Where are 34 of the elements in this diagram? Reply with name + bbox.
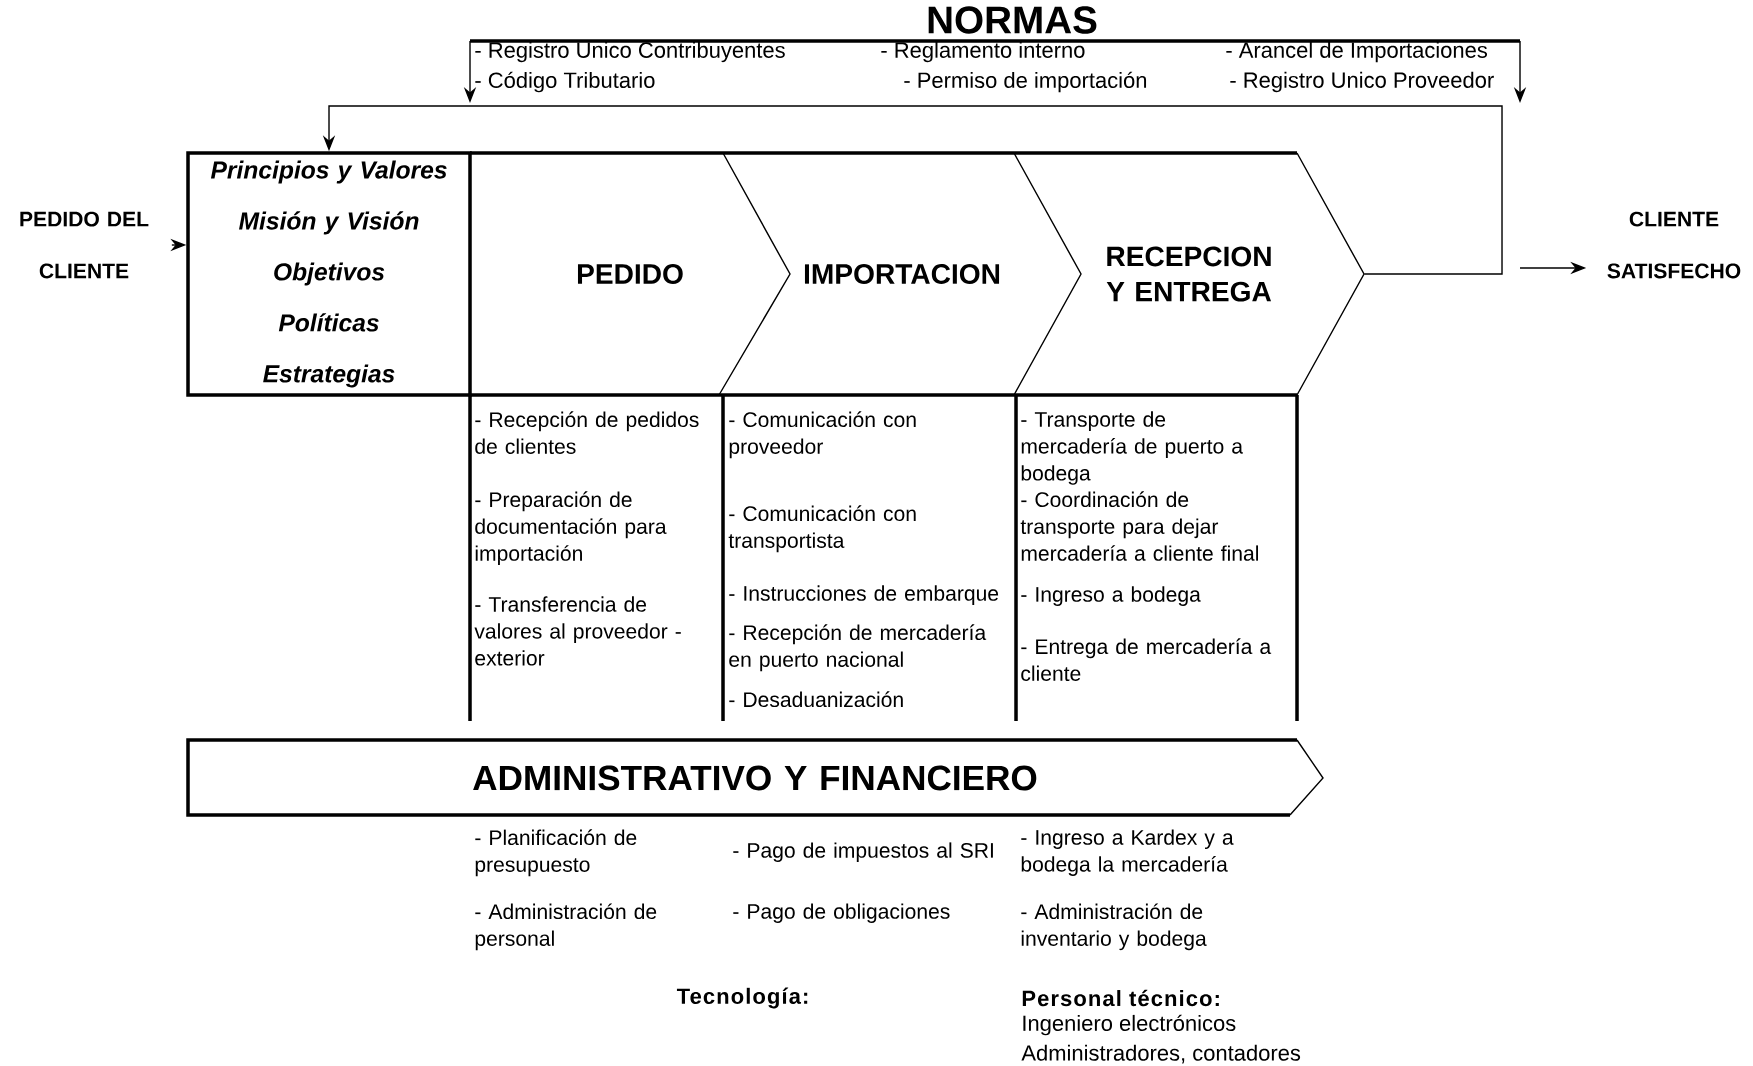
heading-text: Personal técnico: (1022, 989, 1219, 1007)
activity-text: - Recepción de pedidos de clientes (475, 411, 699, 454)
norm-text: - Registro Unico Contribuyentes (475, 41, 785, 63)
activity-text: - Administración de personal (475, 903, 657, 951)
norm-text: - Código Tributario (475, 71, 655, 93)
list-text: Administradores, contadores (1021, 1044, 1301, 1064)
start-text: PEDIDO DEL CLIENTE (20, 211, 149, 279)
process-band: ADMINISTRATIVO Y FINANCIERO (186, 738, 1324, 817)
activity-text: - Entrega de mercadería a cliente (1021, 638, 1272, 681)
activity-text: - Comunicación con proveedor (729, 411, 916, 459)
process-step: IMPORTACION (719, 151, 1082, 397)
activity-text: - Coordinación de transporte para dejar mercadería a cliente final (1020, 491, 1258, 561)
process-step: RECEPCION Y ENTREGA (1014, 151, 1365, 397)
activity-text: - Instrucciones de embarque (729, 585, 999, 606)
activity-text: - Recepción de mercadería en puerto nacional (729, 624, 987, 672)
activity-text: - Pago de impuestos al SRI (733, 842, 993, 863)
activity-text: - Transferencia de valores al proveedor - exterior (474, 596, 681, 666)
heading-text: Tecnología: (676, 987, 808, 1009)
norm-text: - Reglamento interno (881, 41, 1085, 63)
activity-text: - Preparación de documentación para importación (475, 491, 667, 566)
activity-text: - Desaduanización (729, 691, 903, 708)
norm-text: - Registro Unico Proveedor (1230, 71, 1494, 93)
norm-text: - Permiso de importación (904, 71, 1147, 93)
heading-text: NORMAS (928, 6, 1097, 34)
activity-text: - Administración de inventario y bodega (1021, 903, 1207, 951)
norm-text: - Arancel de Importaciones (1226, 41, 1488, 63)
activity-text: - Ingreso a bodega (1021, 586, 1201, 607)
activity-text: - Pago de obligaciones (733, 903, 950, 924)
end-text: CLIENTE SATISFECHO (1607, 211, 1741, 279)
activity-text: - Transporte de mercadería de puerto a bodega (1021, 411, 1243, 485)
values-box: Principios y Valores Misión y Visión Objetivos Políticas Estrategias (186, 151, 472, 397)
process-step: PEDIDO (470, 151, 791, 397)
activity-text: - Comunicación con transportista (728, 505, 916, 553)
list-text: Ingeniero electrónicos (1023, 1014, 1236, 1036)
